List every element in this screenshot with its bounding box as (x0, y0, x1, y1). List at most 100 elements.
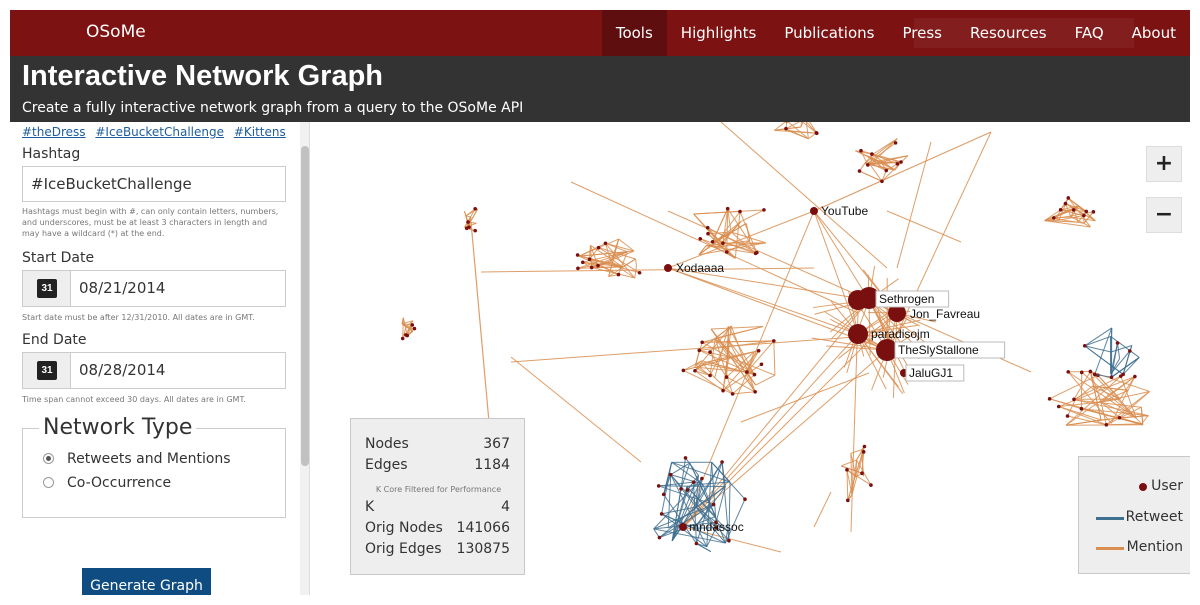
graph-node (858, 287, 880, 309)
graph-node (706, 231, 710, 236)
graph-node (404, 333, 408, 337)
graph-node (1071, 208, 1076, 212)
generate-graph-button[interactable]: Generate Graph (82, 568, 211, 595)
sidebar-scroll-thumb[interactable] (301, 146, 309, 466)
graph-node (1092, 372, 1097, 377)
graph-node (589, 265, 594, 270)
graph-node (596, 263, 600, 268)
graph-edge (813, 131, 992, 212)
graph-edge (702, 340, 774, 343)
graph-edge (671, 461, 731, 483)
graph-edge (1100, 391, 1150, 403)
nav-item-highlights[interactable]: Highlights (680, 24, 757, 42)
example-link-kittens[interactable]: #Kittens (233, 125, 286, 139)
graph-edge (582, 261, 599, 267)
graph-edge (1084, 327, 1113, 347)
graph-edge (851, 451, 865, 495)
graph-edge (401, 317, 404, 324)
graph-node (679, 487, 683, 491)
graph-edge (1110, 327, 1113, 353)
graph-node (710, 239, 715, 244)
graph-edge (661, 506, 697, 515)
graph-node (721, 388, 725, 393)
graph-node (637, 270, 642, 275)
graph-edge (857, 324, 918, 335)
graph-edge (707, 227, 758, 254)
stat-k-value: 4 (501, 499, 510, 515)
example-link-thedress[interactable]: #theDress (22, 125, 86, 139)
stat-k-row: K 4 (365, 499, 510, 515)
graph-node (1072, 397, 1076, 402)
graph-node (708, 373, 712, 378)
graph-edge (1111, 357, 1140, 378)
graph-edge (813, 210, 870, 301)
nav-item-faq[interactable]: FAQ (1074, 24, 1104, 42)
graph-edge (696, 543, 712, 552)
radio-co-occurrence[interactable] (43, 477, 54, 488)
graph-node (759, 362, 764, 367)
node-label-box (875, 290, 950, 308)
graph-node (1091, 210, 1096, 214)
zoom-out-button[interactable]: − (1146, 197, 1182, 233)
graph-node (694, 541, 699, 546)
graph-node (1063, 201, 1068, 206)
zoom-in-button[interactable]: + (1146, 146, 1182, 182)
graph-node (745, 370, 749, 374)
graph-edge (653, 528, 726, 544)
graph-node (664, 264, 672, 272)
graph-edge (589, 245, 591, 260)
end-date-calendar-button[interactable]: 31 (23, 353, 71, 388)
graph-edge (714, 326, 729, 378)
graph-edge (695, 486, 726, 508)
graph-edge (846, 469, 853, 495)
graph-edge (1083, 211, 1094, 224)
nav-item-resources[interactable]: Resources (969, 24, 1047, 42)
graph-edge (1073, 371, 1091, 400)
graph-edge (698, 245, 707, 256)
sidebar-scrollbar[interactable] (300, 122, 309, 595)
graph-edge (683, 360, 703, 371)
graph-edge (800, 122, 802, 128)
network-graph-svg[interactable]: YouTubeXodaaaaSethrogenJon_Favreauparadi… (311, 122, 1190, 595)
graph-edge (859, 170, 883, 182)
graph-node (1056, 404, 1061, 409)
graph-edge (698, 231, 732, 256)
network-type-fieldset: Network Type Retweets and Mentions Co-Oc… (22, 415, 286, 518)
end-date-input[interactable]: 08/28/2014 (79, 361, 166, 379)
graph-edge (610, 238, 620, 263)
brand-link[interactable]: OSoMe (86, 22, 146, 42)
graph-edge (401, 320, 414, 325)
graph-edge (1074, 385, 1093, 401)
nav-item-press[interactable]: Press (902, 24, 942, 42)
graph-edge (722, 363, 762, 392)
radio-retweets-mentions[interactable] (43, 453, 54, 464)
graph-edge (732, 391, 756, 395)
graph-edge (1070, 216, 1085, 224)
graph-node (753, 389, 757, 394)
graph-node (1066, 370, 1071, 374)
graph-node (1115, 341, 1120, 345)
graph-node (466, 220, 470, 224)
nav-item-tools[interactable]: Tools (601, 10, 667, 56)
graph-edge (702, 481, 731, 485)
graph-edge (1110, 376, 1136, 424)
calendar-icon-number: 31 (41, 365, 53, 376)
legend-mention-label: Mention (1126, 539, 1183, 555)
hashtag-input[interactable]: #IceBucketChallenge (22, 166, 286, 202)
graph-node (473, 206, 477, 211)
graph-edge (846, 469, 849, 501)
graph-node (412, 326, 417, 331)
graph-edge (726, 208, 729, 253)
nav-item-about[interactable]: About (1131, 24, 1176, 42)
graph-edge (1065, 417, 1120, 426)
graph-edge (709, 339, 729, 376)
graph-edge (1081, 408, 1143, 426)
nav-item-publications[interactable]: Publications (784, 24, 875, 42)
start-date-calendar-button[interactable]: 31 (23, 271, 71, 306)
graph-edge (727, 326, 730, 358)
start-date-input[interactable]: 08/21/2014 (79, 279, 166, 297)
example-link-icebucketchallenge[interactable]: #IceBucketChallenge (95, 125, 224, 139)
graph-edge (1084, 345, 1124, 375)
graph-edge (896, 141, 932, 269)
